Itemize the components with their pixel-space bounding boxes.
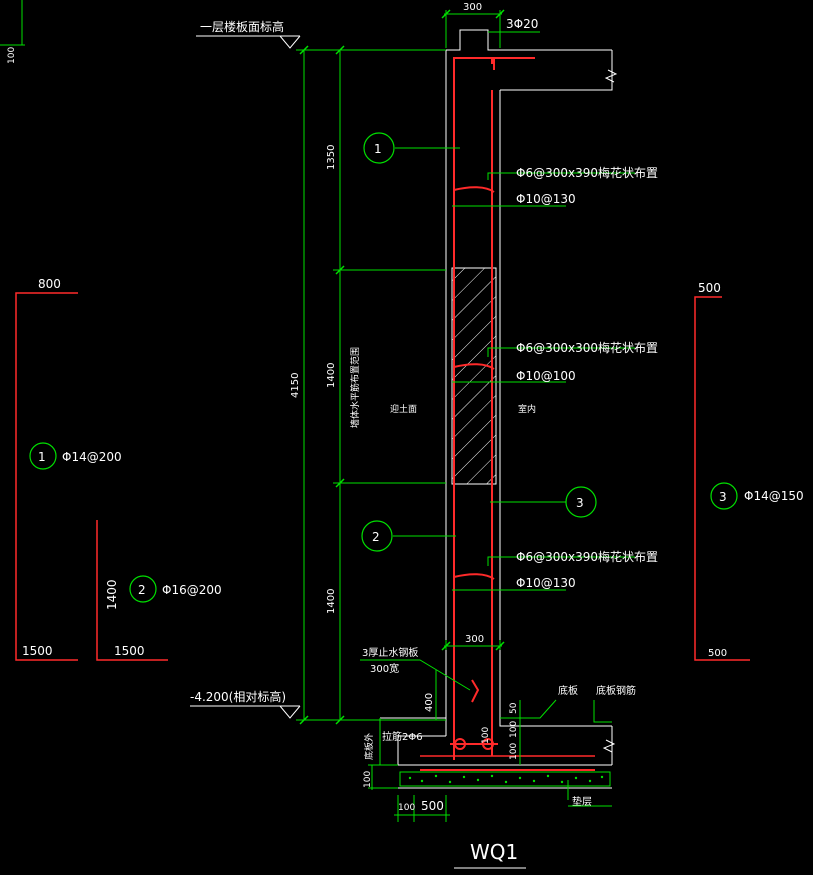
callout-1-detail: 1	[38, 450, 46, 464]
callout-3-wall: 3	[576, 496, 584, 510]
wall-inner-side: 室内	[518, 403, 536, 415]
wall-rebar	[420, 57, 595, 771]
bar1-bottom-len: 1500	[22, 644, 53, 658]
note-tie-mid: Φ6@300x300梅花状布置	[516, 340, 658, 355]
note-stirrup-top: Φ10@130	[516, 192, 576, 206]
note-tie-bar: 拉筋2Φ6	[382, 730, 423, 743]
dim-waterstop-height: 400	[424, 693, 435, 712]
bar1-top-len: 800	[38, 277, 61, 291]
bar3-bottom-len: 500	[708, 648, 727, 659]
drawing-title: WQ1	[470, 840, 518, 864]
bar2-side-len: 1400	[105, 579, 119, 610]
callout-2-detail: 2	[138, 583, 146, 597]
note-stirrup-bot: Φ10@130	[516, 576, 576, 590]
elevation-bottom-label: -4.200(相对标高)	[190, 689, 286, 704]
bar-details	[15, 292, 750, 661]
dim-slab-100a: 100	[509, 721, 519, 738]
dim-total-height: 4150	[290, 373, 301, 398]
dim-wall-top-width: 300	[463, 2, 482, 13]
wall-outline	[380, 29, 618, 789]
dim-slab-50: 50	[509, 702, 519, 714]
note-footing-label: 底板外	[363, 733, 375, 760]
callout-1-wall: 1	[374, 142, 382, 156]
elevation-top-label: 一层楼板面标高	[200, 19, 284, 34]
note-tie-top: Φ6@300x390梅花状布置	[516, 165, 658, 180]
note-waterstop: 3厚止水钢板	[362, 646, 418, 659]
bar3-spec: Φ14@150	[744, 489, 804, 503]
hatched-zone	[451, 267, 497, 485]
dimension-lines	[296, 10, 521, 822]
elevation-markers	[190, 35, 301, 719]
wall-vertical-note: 墙体水平筋布置范围	[349, 347, 361, 428]
dim-seg-mid: 1400	[326, 363, 337, 388]
leader-lines	[360, 31, 635, 807]
note-tie-bot: Φ6@300x390梅花状布置	[516, 549, 658, 564]
dim-footing-500: 500	[421, 799, 444, 813]
callout-circles	[29, 132, 738, 603]
note-slab-label: 底板	[558, 684, 578, 697]
corner-dim-100: 100	[7, 47, 17, 64]
note-waterstop-width: 300宽	[370, 662, 399, 675]
dim-cushion-100: 100	[363, 771, 373, 788]
note-top-bars: 3Φ20	[506, 17, 538, 31]
dim-left-corner-100: 100	[398, 803, 415, 813]
wall-soil-side: 迎土面	[390, 403, 417, 415]
dim-seg-top: 1350	[326, 145, 337, 170]
dimension-ticks	[299, 9, 505, 725]
dim-seg-bot: 1400	[326, 589, 337, 614]
cushion-layer	[399, 771, 611, 787]
dim-footing-100: 100	[481, 727, 491, 744]
dim-wall-bot-width: 300	[465, 634, 484, 645]
callout-3-detail: 3	[719, 490, 727, 504]
note-slab-rebar-label: 底板钢筋	[596, 684, 636, 697]
bar2-spec: Φ16@200	[162, 583, 222, 597]
note-stirrup-mid: Φ10@100	[516, 369, 576, 383]
dim-slab-100b: 100	[509, 743, 519, 760]
bar3-top-len: 500	[698, 281, 721, 295]
note-cushion-label: 垫层	[572, 795, 592, 808]
bar2-bottom-len: 1500	[114, 644, 145, 658]
corner-fragment: 100	[0, 0, 25, 64]
callout-2-wall: 2	[372, 530, 380, 544]
bar1-spec: Φ14@200	[62, 450, 122, 464]
